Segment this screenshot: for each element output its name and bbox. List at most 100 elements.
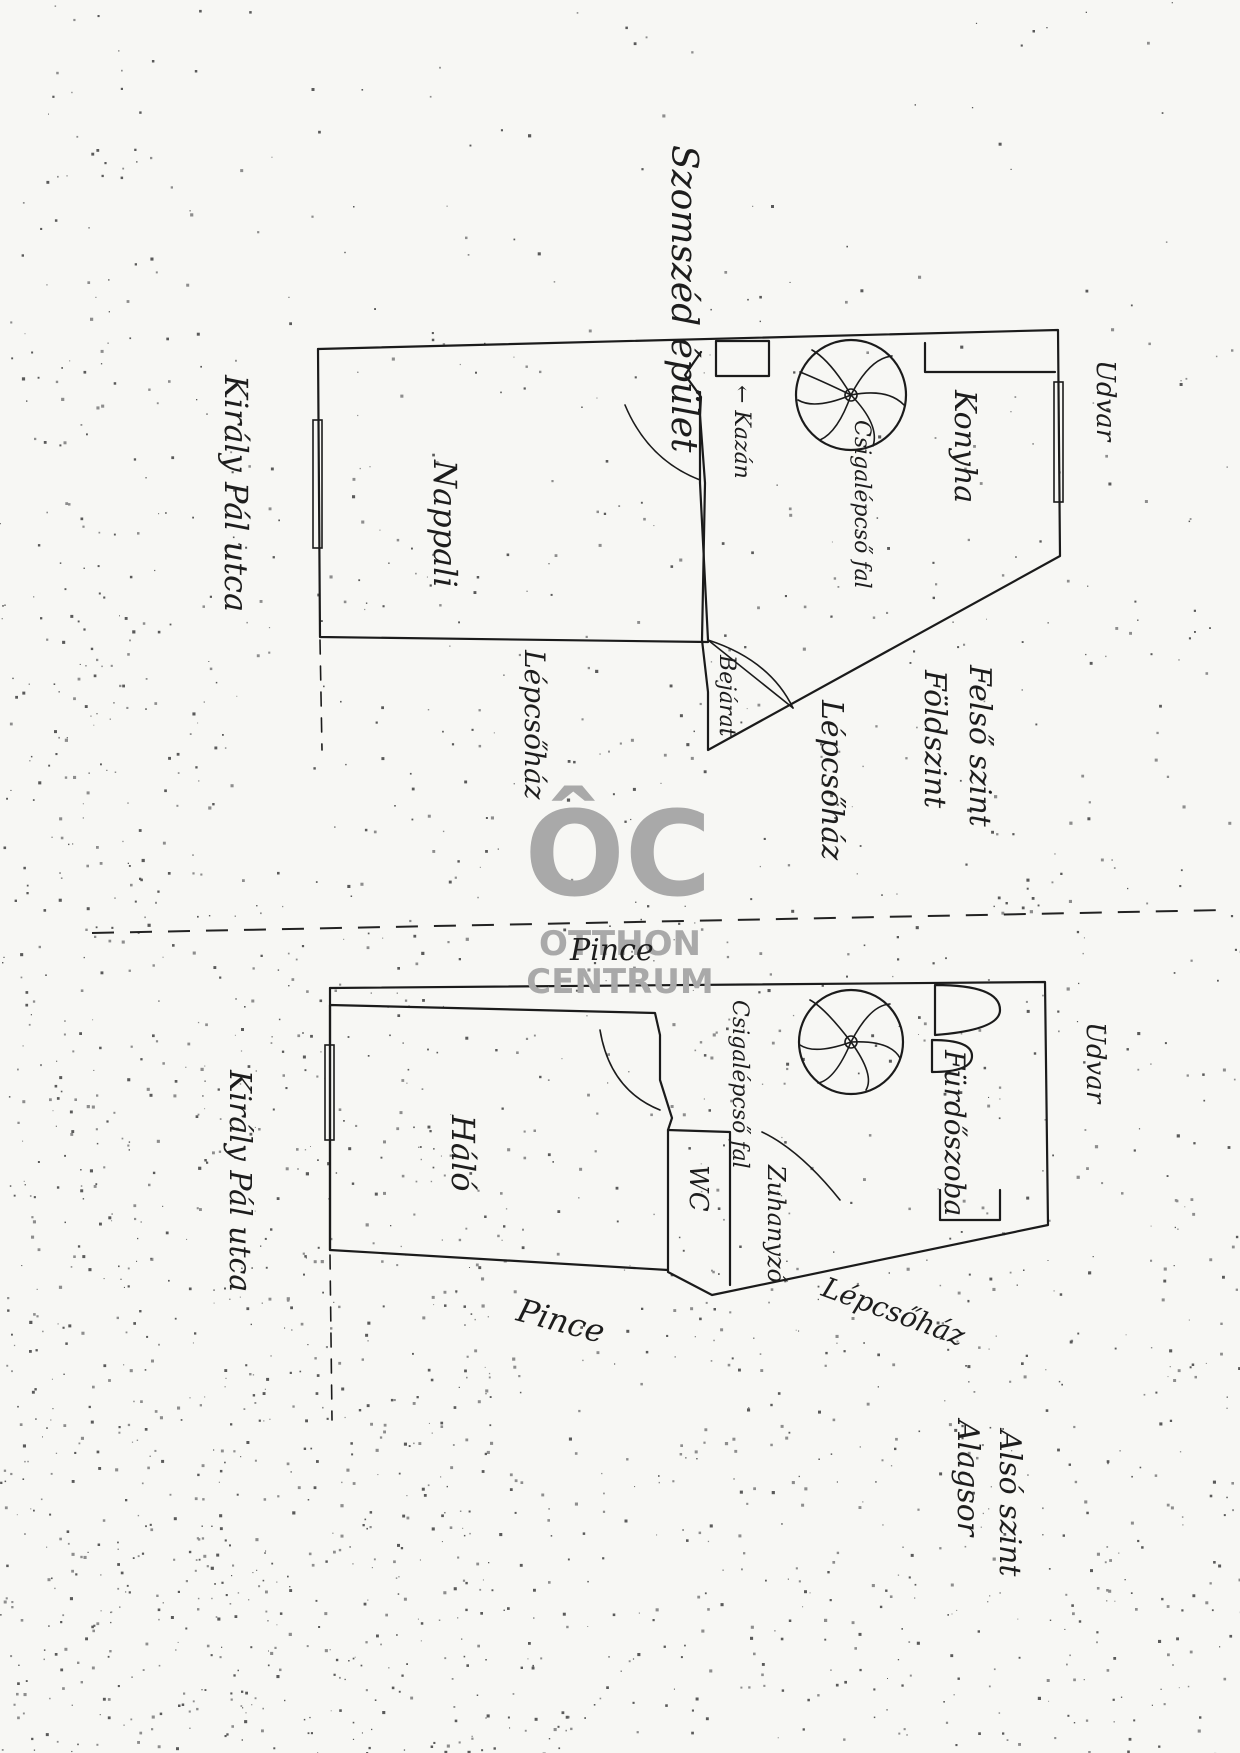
scan-speck bbox=[47, 1578, 51, 1582]
scan-speck bbox=[276, 1197, 280, 1200]
scan-speck bbox=[67, 1542, 70, 1545]
scan-speck bbox=[820, 755, 823, 758]
scan-speck bbox=[750, 1636, 754, 1640]
scan-speck bbox=[390, 1398, 394, 1402]
scan-speck bbox=[330, 1237, 333, 1241]
scan-speck bbox=[777, 1737, 779, 1739]
scan-speck bbox=[383, 1191, 386, 1195]
scan-speck bbox=[144, 1369, 147, 1371]
scan-speck bbox=[340, 700, 342, 703]
scan-speck bbox=[352, 477, 356, 481]
scan-speck bbox=[771, 1491, 775, 1495]
scan-speck bbox=[910, 1553, 914, 1557]
street-window-bottom bbox=[324, 1044, 335, 1141]
scan-speck bbox=[533, 1129, 536, 1132]
scan-speck bbox=[31, 1235, 35, 1239]
scan-speck bbox=[46, 180, 50, 184]
scan-speck bbox=[879, 1605, 883, 1609]
scan-speck bbox=[769, 973, 772, 976]
scan-speck bbox=[365, 1223, 369, 1227]
scan-speck bbox=[252, 1394, 256, 1397]
scan-speck bbox=[62, 1687, 65, 1690]
scan-speck bbox=[27, 1460, 29, 1463]
scan-speck bbox=[374, 1699, 377, 1701]
scan-speck bbox=[237, 1669, 239, 1672]
scan-speck bbox=[1025, 1000, 1028, 1003]
scan-speck bbox=[63, 1373, 65, 1375]
scan-speck bbox=[1115, 627, 1119, 630]
scan-speck bbox=[442, 1005, 444, 1007]
scan-speck bbox=[1167, 1653, 1170, 1657]
sink-icon bbox=[930, 1038, 974, 1074]
scan-speck bbox=[988, 1348, 990, 1350]
scan-speck bbox=[641, 168, 644, 171]
scan-speck bbox=[587, 666, 590, 670]
scan-speck bbox=[375, 1448, 379, 1452]
scan-speck bbox=[86, 907, 90, 911]
label-csigalepcso-top: Csigalépcső fal bbox=[849, 420, 874, 589]
scan-speck bbox=[650, 1113, 653, 1117]
scan-speck bbox=[0, 1614, 2, 1616]
scan-speck bbox=[778, 1029, 782, 1033]
scan-speck bbox=[219, 1514, 223, 1518]
scan-speck bbox=[606, 1686, 609, 1689]
scan-speck bbox=[21, 377, 26, 381]
scan-speck bbox=[189, 210, 191, 212]
scan-speck bbox=[481, 1470, 485, 1473]
scan-speck bbox=[655, 814, 658, 817]
scan-speck bbox=[176, 752, 180, 756]
scan-speck bbox=[553, 281, 556, 283]
scan-speck bbox=[655, 1608, 659, 1612]
scan-speck bbox=[1087, 585, 1089, 587]
scan-speck bbox=[352, 1563, 354, 1565]
scan-speck bbox=[980, 1526, 982, 1528]
scan-speck bbox=[262, 1392, 266, 1395]
kazan-box bbox=[714, 339, 771, 378]
scan-speck bbox=[670, 1105, 674, 1108]
scan-speck bbox=[413, 1442, 415, 1445]
scan-speck bbox=[531, 1666, 535, 1670]
scan-speck bbox=[344, 1678, 346, 1681]
scan-speck bbox=[704, 1428, 708, 1432]
scan-speck bbox=[118, 1265, 120, 1268]
scan-speck bbox=[282, 1074, 285, 1077]
scan-speck bbox=[111, 1220, 113, 1222]
scan-speck bbox=[486, 1714, 490, 1718]
scan-speck bbox=[9, 722, 13, 726]
scan-speck bbox=[208, 661, 210, 662]
scan-speck bbox=[1088, 1271, 1092, 1275]
scan-speck bbox=[348, 1660, 350, 1662]
scan-speck bbox=[968, 1473, 970, 1475]
scan-speck bbox=[1134, 600, 1137, 603]
scan-speck bbox=[125, 1331, 128, 1334]
scan-speck bbox=[48, 764, 51, 767]
scan-speck bbox=[781, 1136, 783, 1139]
scan-speck bbox=[245, 1712, 247, 1714]
scan-speck bbox=[421, 1088, 424, 1090]
scan-speck bbox=[1231, 1245, 1235, 1249]
scan-speck bbox=[1156, 731, 1159, 735]
scan-speck bbox=[862, 1501, 864, 1503]
scan-speck bbox=[977, 1630, 980, 1633]
scan-speck bbox=[141, 1482, 144, 1485]
scan-speck bbox=[471, 728, 474, 731]
scan-speck bbox=[110, 1611, 112, 1614]
scan-speck bbox=[56, 1097, 60, 1100]
scan-speck bbox=[101, 174, 104, 178]
scan-speck bbox=[480, 1612, 483, 1615]
scan-speck bbox=[61, 397, 65, 401]
scan-speck bbox=[366, 1527, 368, 1530]
scan-speck bbox=[1020, 44, 1023, 47]
scan-speck bbox=[93, 1185, 97, 1188]
scan-speck bbox=[64, 1647, 68, 1651]
scan-speck bbox=[199, 9, 202, 13]
scan-speck bbox=[261, 1729, 264, 1733]
scan-speck bbox=[82, 1255, 86, 1259]
scan-speck bbox=[199, 1404, 202, 1407]
scan-speck bbox=[26, 892, 29, 895]
scan-speck bbox=[209, 667, 213, 671]
scan-speck bbox=[429, 584, 432, 587]
scan-speck bbox=[232, 536, 235, 539]
scan-speck bbox=[240, 169, 244, 173]
scan-speck bbox=[352, 1482, 356, 1485]
